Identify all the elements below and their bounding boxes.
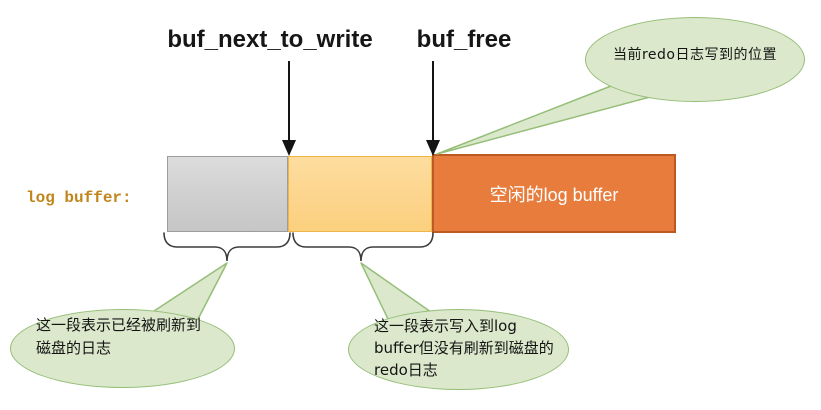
unflushed-log-text: 这一段表示写入到log buffer但没有刷新到磁盘的 redo日志 — [374, 315, 574, 381]
unflushed-log-callout — [348, 309, 569, 390]
flushed-segment-brace — [163, 232, 291, 262]
written-segment-brace — [292, 232, 434, 262]
buf-free-label: buf_free — [416, 26, 512, 53]
current-redo-position-text: 当前redo日志写到的位置 — [593, 44, 797, 64]
free-log-buffer-segment: 空闲的log buffer — [432, 154, 676, 233]
callout-line: redo日志 — [374, 361, 438, 379]
flushed-log-text: 这一段表示已经被刷新到 磁盘的日志 — [36, 314, 232, 360]
top-callout-tail — [436, 85, 651, 155]
callout-line: 这一段表示写入到log — [374, 317, 517, 335]
callout-line: 这一段表示已经被刷新到 — [36, 316, 202, 334]
buf-free-arrow — [426, 61, 440, 156]
free-segment-label: 空闲的log buffer — [489, 184, 619, 205]
buf-next-to-write-arrow — [282, 61, 296, 156]
log-buffer-caption: log buffer: — [26, 189, 132, 207]
callout-line: buffer但没有刷新到磁盘的 — [374, 339, 554, 357]
callout-line: 当前redo日志写到的位置 — [612, 47, 777, 63]
buf-next-to-write-label: buf_next_to_write — [167, 26, 373, 53]
written-unflushed-segment — [288, 156, 432, 232]
callout-line: 磁盘的日志 — [36, 339, 112, 357]
flushed-log-segment — [167, 156, 288, 232]
current-redo-position-callout — [585, 17, 805, 102]
flushed-log-callout — [10, 309, 235, 388]
